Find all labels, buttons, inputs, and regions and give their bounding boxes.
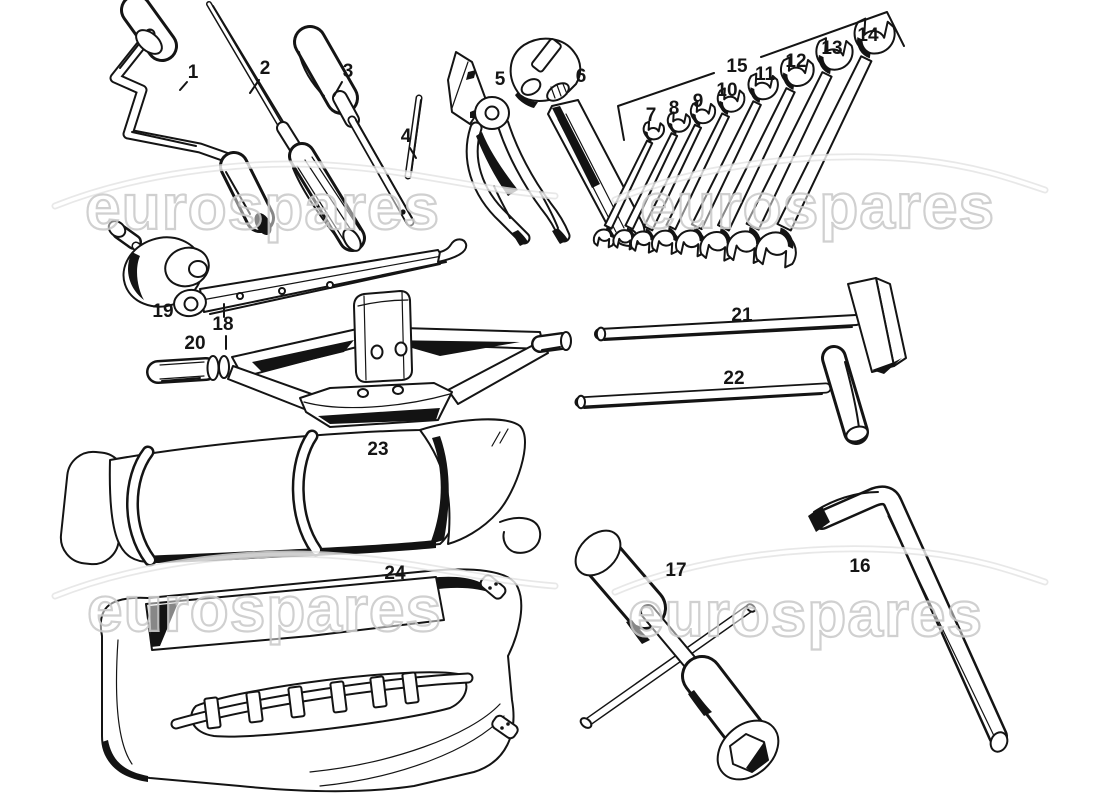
wheel-nut-socket-wrench: [574, 529, 780, 781]
part-number-20: 20: [184, 333, 205, 354]
watermark-layer: eurospares eurospares eurospares eurospa…: [84, 169, 995, 651]
watermark-text: eurospares: [640, 170, 995, 242]
part-number-12: 12: [785, 51, 806, 72]
pliers: [447, 51, 571, 246]
car-silhouette-watermark: [51, 153, 1049, 600]
part-number-6: 6: [576, 66, 587, 87]
part-number-19: 19: [152, 301, 173, 322]
watermark-text: eurospares: [628, 578, 983, 650]
part-number-13: 13: [821, 38, 842, 59]
drift-pin: [404, 94, 423, 180]
part-number-16: 16: [849, 556, 870, 577]
part-number-17: 17: [665, 560, 686, 581]
part-number-9: 9: [693, 91, 704, 112]
part-number-4: 4: [401, 126, 412, 147]
t-handle-wrench-21: [594, 277, 907, 374]
part-number-24: 24: [384, 563, 406, 584]
part-number-1: 1: [188, 62, 199, 83]
t-handle-wrench-22: [574, 345, 869, 445]
tool-roll-open: [99, 568, 523, 793]
crank-handle: [109, 0, 275, 235]
part-number-3: 3: [343, 61, 354, 82]
wrench-set-bracket: [617, 11, 905, 141]
hub-tool: [107, 220, 210, 308]
part-number-labels: 1 2 3 4 5 6 7 8 9 10 11 12 13 14 15 16 1…: [152, 25, 879, 584]
part-number-23: 23: [367, 439, 388, 460]
part-number-2: 2: [260, 58, 271, 79]
part-number-14: 14: [857, 25, 879, 46]
part-number-5: 5: [495, 69, 506, 90]
leader-lines: [179, 11, 905, 350]
part-number-15: 15: [726, 56, 748, 77]
part-number-7: 7: [646, 105, 657, 126]
part-number-11: 11: [755, 64, 776, 85]
part-number-18: 18: [212, 314, 233, 335]
part-number-21: 21: [731, 305, 753, 326]
screwdriver-long: [206, 1, 366, 252]
wheel-brace-lever: [173, 238, 468, 318]
part-number-10: 10: [716, 80, 737, 101]
part-number-22: 22: [723, 368, 744, 389]
watermark-text: eurospares: [87, 573, 442, 645]
scissor-jack: [146, 290, 572, 428]
watermark-text: eurospares: [85, 171, 440, 243]
part-number-8: 8: [669, 98, 680, 119]
